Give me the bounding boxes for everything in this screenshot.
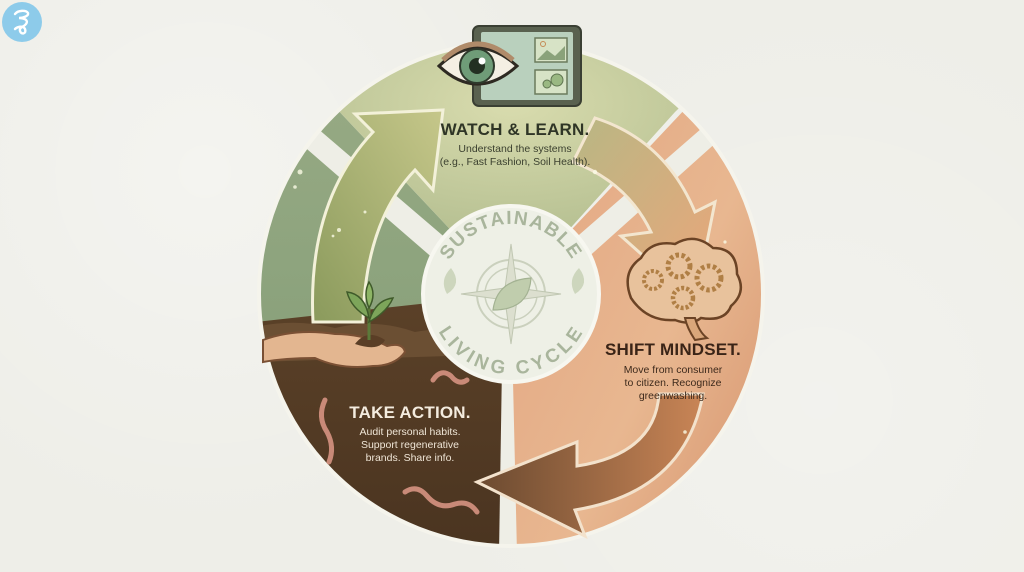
stage-description: Move from consumer to citizen. Recognize… xyxy=(623,364,723,402)
site-logo[interactable] xyxy=(2,2,42,42)
eye-tablet-icon xyxy=(436,25,582,107)
arrow-to-watch xyxy=(311,108,445,324)
segment-watch xyxy=(259,42,763,294)
worm-icon xyxy=(430,370,470,385)
brain-gears-icon xyxy=(626,237,743,342)
worm-icon xyxy=(319,397,335,465)
leaf-icon xyxy=(571,268,585,294)
stage-title: WATCH & LEARN. xyxy=(440,120,590,139)
stage-watch-and-learn: WATCH & LEARN. Understand the systems (e… xyxy=(395,120,635,169)
sustainable-living-cycle-diagram: SUSTAINABLE LIVING CYCLE xyxy=(255,22,767,554)
worm-icon xyxy=(402,486,480,515)
arrow-to-take xyxy=(473,392,705,540)
script-g-logo-icon xyxy=(13,9,30,35)
stage-title: TAKE ACTION. xyxy=(349,403,471,422)
compass-leaf-icon xyxy=(460,243,562,345)
stage-description: Understand the systems (e.g., Fast Fashi… xyxy=(439,143,591,168)
stage-description: Audit personal habits. Support regenerat… xyxy=(359,426,461,464)
hand-seedling-icon xyxy=(262,280,407,368)
leaf-icon xyxy=(443,268,457,294)
stage-shift-mindset: SHIFT MINDSET. Move from consumer to cit… xyxy=(593,340,753,403)
stage-title: SHIFT MINDSET. xyxy=(605,340,741,359)
stage-take-action: TAKE ACTION. Audit personal habits. Supp… xyxy=(335,403,485,465)
sparkles xyxy=(293,169,727,434)
